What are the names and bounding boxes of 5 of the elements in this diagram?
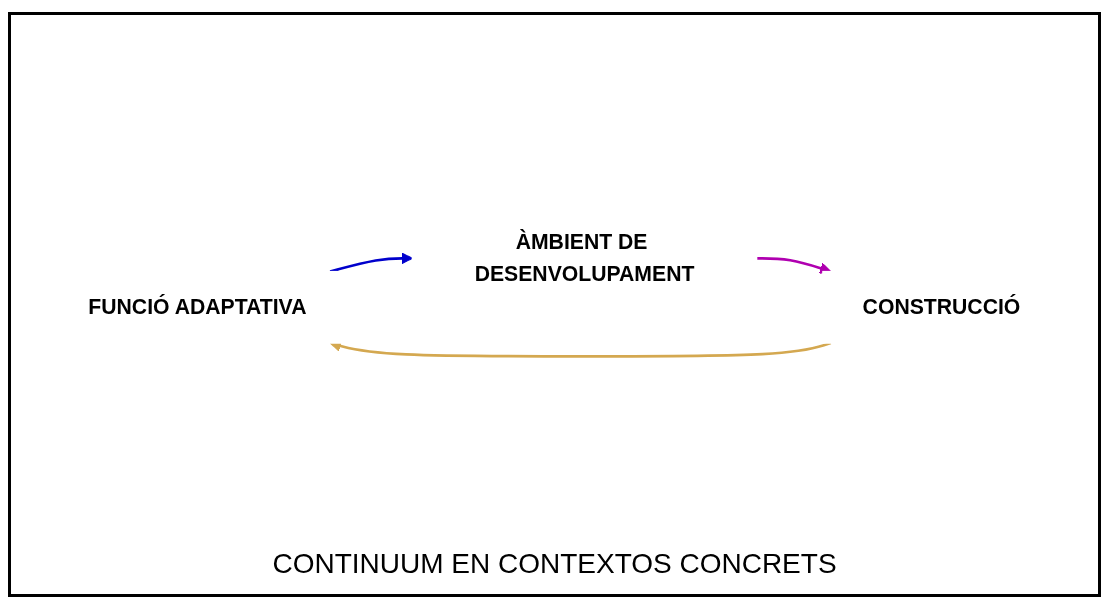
node-text: FUNCIÓ ADAPTATIVA	[88, 295, 307, 318]
arrow	[756, 257, 832, 274]
caption: CONTINUUM EN CONTEXTOS CONCRETS	[272, 548, 837, 580]
node-text: ÀMBIENT DE DESENVOLUPAMENT	[474, 230, 695, 285]
node-text: CONSTRUCCIÓ	[862, 295, 1021, 318]
